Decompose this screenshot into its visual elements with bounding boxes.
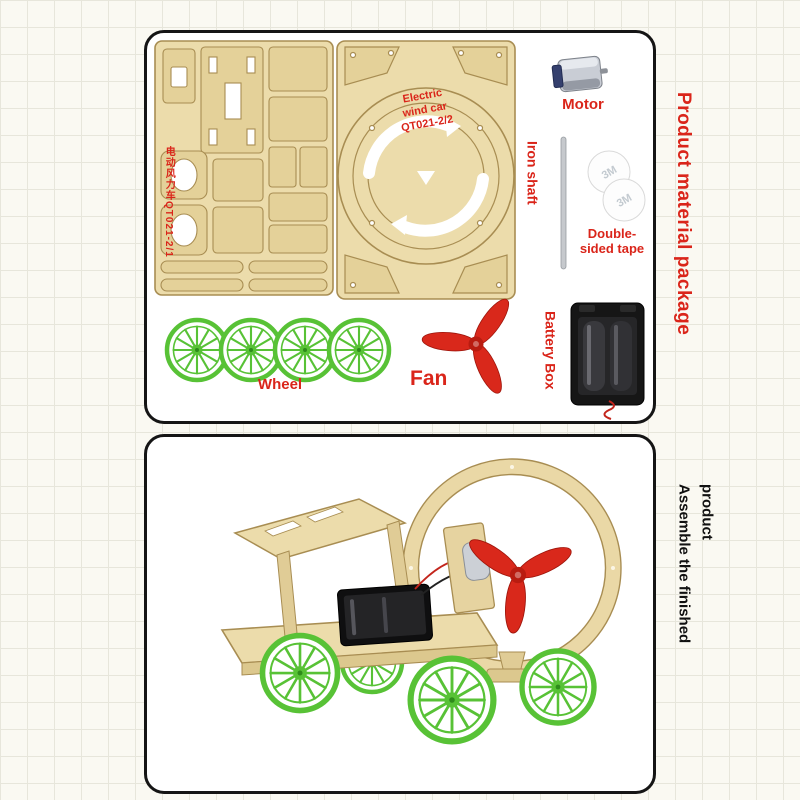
tape-label: Double- sided tape — [566, 226, 658, 256]
wheel — [522, 651, 594, 723]
tape-label-line2: sided tape — [579, 241, 645, 256]
wheel-label: Wheel — [257, 376, 303, 393]
assembled-car-graphic — [220, 458, 622, 791]
motor-mount — [442, 522, 496, 614]
wheel — [275, 320, 335, 380]
assembled-product-panel — [144, 434, 656, 794]
assemble-side-label: Assemble the finished product — [675, 484, 716, 644]
material-package-side-label: Product material package — [673, 92, 694, 336]
motor — [551, 55, 608, 93]
fan-label: Fan — [410, 367, 448, 390]
car-battery-box — [336, 583, 434, 647]
plywood-sheet-2: Electric wind car QT021-2/2 — [336, 40, 516, 300]
assembled-wind-car — [220, 458, 622, 742]
material-package-panel: Electric wind car QT021-2/2 3M 3M — [144, 30, 656, 424]
sheet1-code-label: 电动风力车QT021-2/1 — [163, 146, 175, 258]
motor-label: Motor — [562, 96, 604, 113]
wheel — [167, 320, 227, 380]
wheel — [411, 659, 494, 742]
wheel — [263, 636, 338, 711]
canopy — [233, 498, 414, 638]
wheel — [221, 320, 281, 380]
double-sided-tape: 3M 3M — [587, 150, 646, 222]
iron-shaft — [560, 136, 567, 270]
plywood-sheet-1 — [154, 40, 334, 296]
wheel — [329, 320, 389, 380]
wheel-set — [167, 320, 389, 380]
tape-label-line1: Double- — [587, 226, 637, 241]
iron-shaft-label: Iron shaft — [524, 141, 541, 205]
battery-box — [570, 302, 645, 420]
material-package-graphic: Electric wind car QT021-2/2 3M 3M — [154, 40, 646, 420]
battery-box-label: Battery Box — [542, 311, 559, 390]
